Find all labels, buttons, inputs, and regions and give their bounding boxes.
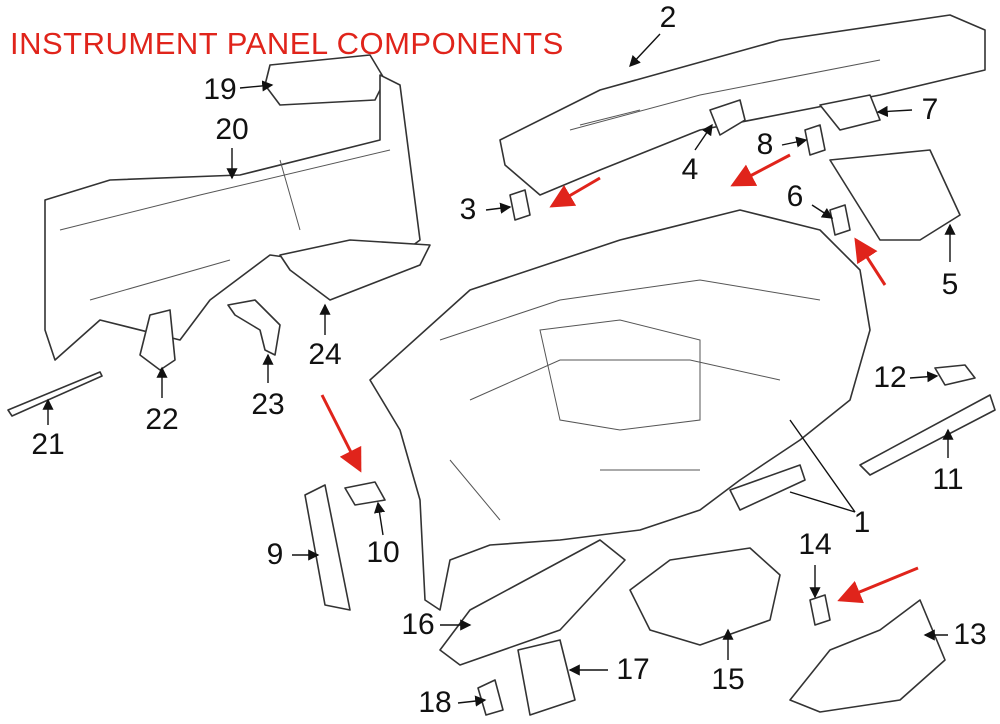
callout-11: 11 bbox=[932, 463, 964, 496]
part-3 bbox=[509, 189, 531, 221]
callout-15: 15 bbox=[711, 663, 745, 696]
part-2-upper-panel bbox=[499, 14, 986, 196]
part-22 bbox=[139, 309, 176, 371]
part-21-rod bbox=[7, 371, 103, 417]
callout-10: 10 bbox=[366, 536, 400, 569]
part-6 bbox=[829, 204, 851, 236]
part-10 bbox=[344, 481, 386, 506]
part-12 bbox=[934, 364, 976, 386]
callout-12: 12 bbox=[873, 361, 907, 394]
callout-2: 2 bbox=[659, 1, 677, 34]
part-4 bbox=[709, 99, 746, 136]
part-23 bbox=[227, 299, 281, 356]
part-17 bbox=[517, 639, 576, 716]
callout-4: 4 bbox=[681, 153, 699, 186]
callout-19: 19 bbox=[203, 73, 237, 106]
callout-1: 1 bbox=[853, 506, 871, 539]
part-8 bbox=[804, 124, 826, 156]
part-1-instrument-panel bbox=[369, 209, 871, 611]
part-14 bbox=[809, 594, 831, 626]
callout-18: 18 bbox=[418, 686, 452, 719]
part-19-airbag bbox=[264, 54, 386, 106]
part-18 bbox=[477, 679, 504, 716]
callout-3: 3 bbox=[459, 193, 477, 226]
callout-8: 8 bbox=[756, 128, 774, 161]
callout-5: 5 bbox=[941, 268, 959, 301]
callout-24: 24 bbox=[308, 338, 342, 371]
part-16 bbox=[439, 539, 626, 666]
callout-21: 21 bbox=[31, 428, 65, 461]
callout-17: 17 bbox=[616, 653, 650, 686]
red-highlight-arrows bbox=[320, 153, 919, 604]
callout-20: 20 bbox=[215, 113, 249, 146]
callout-16: 16 bbox=[401, 608, 435, 641]
part-7 bbox=[819, 94, 881, 131]
leader-lines bbox=[42, 33, 956, 707]
callout-6: 6 bbox=[786, 180, 804, 213]
callout-7: 7 bbox=[921, 93, 939, 126]
callout-14: 14 bbox=[798, 528, 832, 561]
callout-9: 9 bbox=[266, 538, 284, 571]
part-9 bbox=[304, 484, 351, 611]
part-24 bbox=[279, 239, 431, 301]
callout-23: 23 bbox=[251, 388, 285, 421]
callout-22: 22 bbox=[145, 403, 179, 436]
callout-13: 13 bbox=[953, 618, 987, 651]
diagram-title: INSTRUMENT PANEL COMPONENTS bbox=[10, 26, 564, 61]
part-11 bbox=[859, 394, 996, 476]
part-5-bezel bbox=[829, 149, 961, 241]
part-1-bracket bbox=[729, 464, 806, 511]
part-15-cluster bbox=[629, 547, 781, 646]
